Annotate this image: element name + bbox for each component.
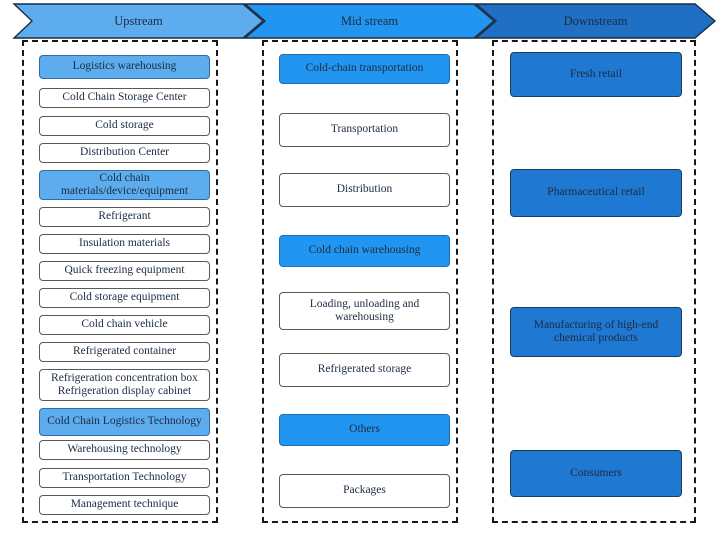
node-label: Transportation (330, 123, 399, 136)
banner-chevrons (12, 3, 717, 39)
node-downstream-1[interactable]: Pharmaceutical retail (510, 169, 682, 217)
node-label: Logistics warehousing (72, 60, 177, 73)
node-label: Cold Chain Logistics Technology (47, 415, 202, 428)
node-label: Refrigerated storage (317, 363, 412, 376)
node-label: Distribution Center (79, 146, 170, 159)
node-upstream-6[interactable]: Insulation materials (39, 234, 210, 254)
chevron-upstream[interactable] (12, 3, 265, 39)
node-label: Warehousing technology (67, 443, 182, 456)
node-label: Fresh retail (569, 67, 623, 80)
node-upstream-9[interactable]: Cold chain vehicle (39, 315, 210, 335)
node-downstream-3[interactable]: Consumers (510, 450, 682, 497)
node-label: Distribution (336, 183, 393, 196)
node-label: Cold chain materials/device/equipment (60, 171, 189, 197)
node-label: Loading, unloading and warehousing (309, 297, 420, 323)
node-label: Packages (343, 484, 386, 497)
node-label: Others (349, 423, 380, 436)
node-upstream-0[interactable]: Logistics warehousing (39, 55, 210, 79)
node-downstream-2[interactable]: Manufacturing of high-end chemical produ… (510, 307, 682, 357)
node-label: Cold chain vehicle (81, 318, 168, 331)
node-label: Insulation materials (78, 237, 171, 250)
chevron-downstream[interactable] (474, 3, 717, 39)
node-label: Cold chain warehousing (308, 244, 421, 257)
node-upstream-10[interactable]: Refrigerated container (39, 342, 210, 362)
node-label: Refrigeration concentration box Refriger… (51, 371, 198, 397)
node-label: Refrigerated container (72, 345, 177, 358)
node-upstream-7[interactable]: Quick freezing equipment (39, 261, 210, 281)
node-midstream-1[interactable]: Transportation (279, 113, 450, 147)
node-midstream-2[interactable]: Distribution (279, 173, 450, 207)
node-upstream-11[interactable]: Refrigeration concentration box Refriger… (39, 369, 210, 401)
node-label: Cold storage equipment (69, 291, 180, 304)
node-label: Quick freezing equipment (64, 264, 185, 277)
node-midstream-3[interactable]: Cold chain warehousing (279, 235, 450, 267)
node-label: Transportation Technology (62, 471, 187, 484)
node-label: Cold Chain Storage Center (62, 91, 187, 104)
node-upstream-2[interactable]: Cold storage (39, 116, 210, 136)
node-upstream-3[interactable]: Distribution Center (39, 143, 210, 163)
node-label: Management technique (70, 498, 179, 511)
node-label: Manufacturing of high-end chemical produ… (533, 318, 659, 344)
node-label: Refrigerant (98, 210, 151, 223)
node-upstream-12[interactable]: Cold Chain Logistics Technology (39, 408, 210, 436)
value-chain-banner: Upstream Mid stream Downstream (0, 0, 724, 42)
node-upstream-5[interactable]: Refrigerant (39, 207, 210, 227)
node-upstream-8[interactable]: Cold storage equipment (39, 288, 210, 308)
node-midstream-4[interactable]: Loading, unloading and warehousing (279, 292, 450, 330)
node-label: Cold-chain transportation (305, 62, 424, 75)
node-label: Pharmaceutical retail (547, 186, 645, 199)
node-upstream-13[interactable]: Warehousing technology (39, 440, 210, 460)
node-label: Cold storage (95, 119, 154, 132)
node-midstream-5[interactable]: Refrigerated storage (279, 353, 450, 387)
node-upstream-15[interactable]: Management technique (39, 495, 210, 515)
node-midstream-6[interactable]: Others (279, 414, 450, 446)
node-midstream-7[interactable]: Packages (279, 474, 450, 508)
chevron-midstream[interactable] (243, 3, 496, 39)
node-upstream-14[interactable]: Transportation Technology (39, 468, 210, 488)
node-midstream-0[interactable]: Cold-chain transportation (279, 54, 450, 84)
node-label: Consumers (570, 466, 622, 479)
node-upstream-4[interactable]: Cold chain materials/device/equipment (39, 170, 210, 200)
node-upstream-1[interactable]: Cold Chain Storage Center (39, 88, 210, 108)
node-downstream-0[interactable]: Fresh retail (510, 52, 682, 97)
